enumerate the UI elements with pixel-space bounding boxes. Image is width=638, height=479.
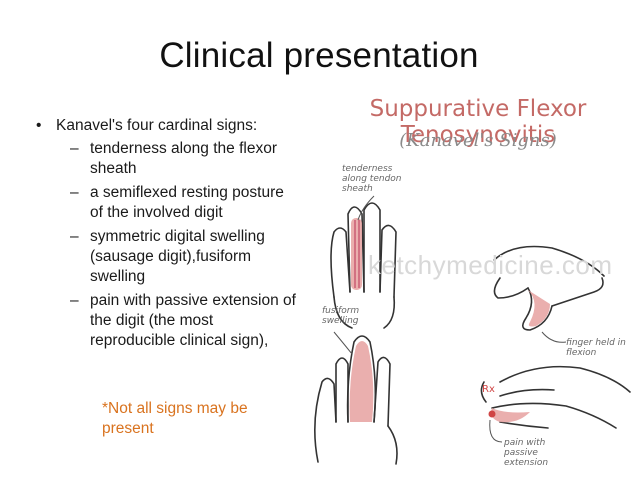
hand-tenderness (330, 202, 397, 329)
hand-fusiform (314, 335, 398, 465)
sheath-lines (354, 220, 360, 288)
sub-bullet-item: – tenderness along the flexor sheath (36, 139, 298, 179)
label-pain: pain with passive extension (504, 438, 549, 468)
slide-title: Clinical presentation (159, 36, 479, 75)
sub-bullet-list: – tenderness along the flexor sheath – a… (36, 139, 298, 351)
sub-bullet-text: tenderness along the flexor sheath (90, 140, 277, 177)
hands-drawing: Rx (314, 195, 631, 465)
dash-marker: – (70, 292, 79, 309)
inflamed-sheath (351, 218, 362, 290)
bullet-main-item: • Kanavel's four cardinal signs: (36, 116, 298, 136)
bullet-marker: • (36, 117, 42, 134)
watermark: ketchymedicine.com (368, 250, 613, 280)
inflamed-finger-flexed (528, 290, 550, 327)
sub-bullet-text: symmetric digital swelling (sausage digi… (90, 228, 265, 285)
fusiform-finger (349, 341, 374, 422)
dash-marker: – (70, 228, 79, 245)
label-tenderness: tenderness along tendon sheath (342, 164, 402, 194)
inflamed-finger-extended (491, 408, 530, 423)
pointer-fusiform (333, 331, 353, 355)
label-fusiform: fusiform swelling (322, 306, 360, 326)
hand-flexion (493, 245, 605, 331)
dash-marker: – (70, 184, 79, 201)
sub-bullet-item: – pain with passive extension of the dig… (36, 291, 298, 351)
kanavel-signs-illustration: Suppurative Flexor Tenosynovitis (Kanave… (304, 92, 638, 479)
sub-bullet-text: a semiflexed resting posture of the invo… (90, 184, 284, 221)
rx-mark-label: Rx (482, 384, 495, 395)
note-text: *Not all signs may be present (102, 400, 248, 437)
pointer-pain (489, 419, 503, 443)
sub-bullet-item: – symmetric digital swelling (sausage di… (36, 227, 298, 287)
hand-passive-extension (480, 365, 631, 429)
figure-subtitle: (Kanavel's Signs) (399, 130, 557, 151)
figure-title: Suppurative Flexor Tenosynovitis (369, 96, 587, 148)
pain-marker (488, 410, 496, 418)
bullet-list: • Kanavel's four cardinal signs: – tende… (36, 116, 298, 355)
sub-bullet-text: pain with passive extension of the digit… (90, 292, 296, 349)
pointer-flexion (541, 331, 567, 343)
pointer-tenderness (357, 195, 375, 221)
dash-marker: – (70, 140, 79, 157)
label-finger-held: finger held in flexion (566, 338, 626, 358)
sub-bullet-item: – a semiflexed resting posture of the in… (36, 183, 298, 223)
bullet-main-text: Kanavel's four cardinal signs: (56, 117, 258, 134)
